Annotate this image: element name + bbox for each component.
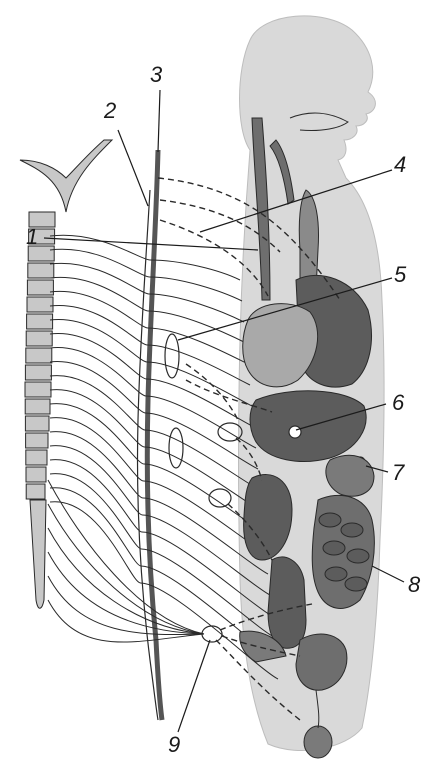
vertebra bbox=[26, 433, 48, 448]
pelvic-nerve bbox=[48, 480, 204, 634]
ganglion-thoracic bbox=[169, 428, 183, 468]
vertebra bbox=[27, 314, 53, 329]
label-5: 5 bbox=[394, 262, 407, 287]
intestine-coil bbox=[319, 513, 341, 527]
vertebra bbox=[25, 399, 50, 414]
ganglion-hypogastric bbox=[202, 626, 222, 642]
label-2: 2 bbox=[103, 98, 116, 123]
spinal-nerve bbox=[50, 376, 260, 490]
skull-base bbox=[20, 140, 112, 212]
intestine-coil bbox=[323, 541, 345, 555]
spinal-nerve bbox=[50, 418, 266, 553]
intestine-coil bbox=[341, 523, 363, 537]
organ-marker-6 bbox=[289, 426, 301, 438]
vertebra bbox=[27, 297, 53, 312]
vertebra bbox=[26, 484, 45, 499]
pelvic-nerve bbox=[48, 504, 204, 634]
label-3: 3 bbox=[150, 62, 163, 87]
pelvic-nerve bbox=[48, 528, 204, 634]
ganglion-cervical bbox=[165, 334, 179, 378]
vertebra bbox=[27, 280, 53, 295]
vertebra bbox=[26, 331, 52, 346]
vertebra bbox=[28, 263, 54, 278]
vertebra bbox=[25, 382, 51, 397]
vertebra bbox=[25, 416, 49, 431]
vertebra bbox=[26, 450, 47, 465]
label-9: 9 bbox=[168, 732, 180, 757]
intestine-coil bbox=[347, 549, 369, 563]
vertebra bbox=[26, 467, 46, 482]
sacrum bbox=[30, 500, 46, 608]
vertebra bbox=[25, 365, 51, 380]
testis bbox=[304, 726, 332, 758]
label-1: 1 bbox=[26, 224, 38, 249]
intestine-coil bbox=[345, 577, 367, 591]
descending-colon bbox=[268, 557, 306, 648]
vertebrae bbox=[25, 212, 55, 608]
intestine-coil bbox=[325, 567, 347, 581]
label-7: 7 bbox=[392, 460, 405, 485]
label-8: 8 bbox=[408, 572, 421, 597]
label-4: 4 bbox=[394, 152, 406, 177]
vertebra bbox=[26, 348, 52, 363]
ganglion-mesenteric bbox=[209, 489, 231, 507]
spinal-nerve bbox=[50, 263, 244, 322]
label-6: 6 bbox=[392, 390, 405, 415]
